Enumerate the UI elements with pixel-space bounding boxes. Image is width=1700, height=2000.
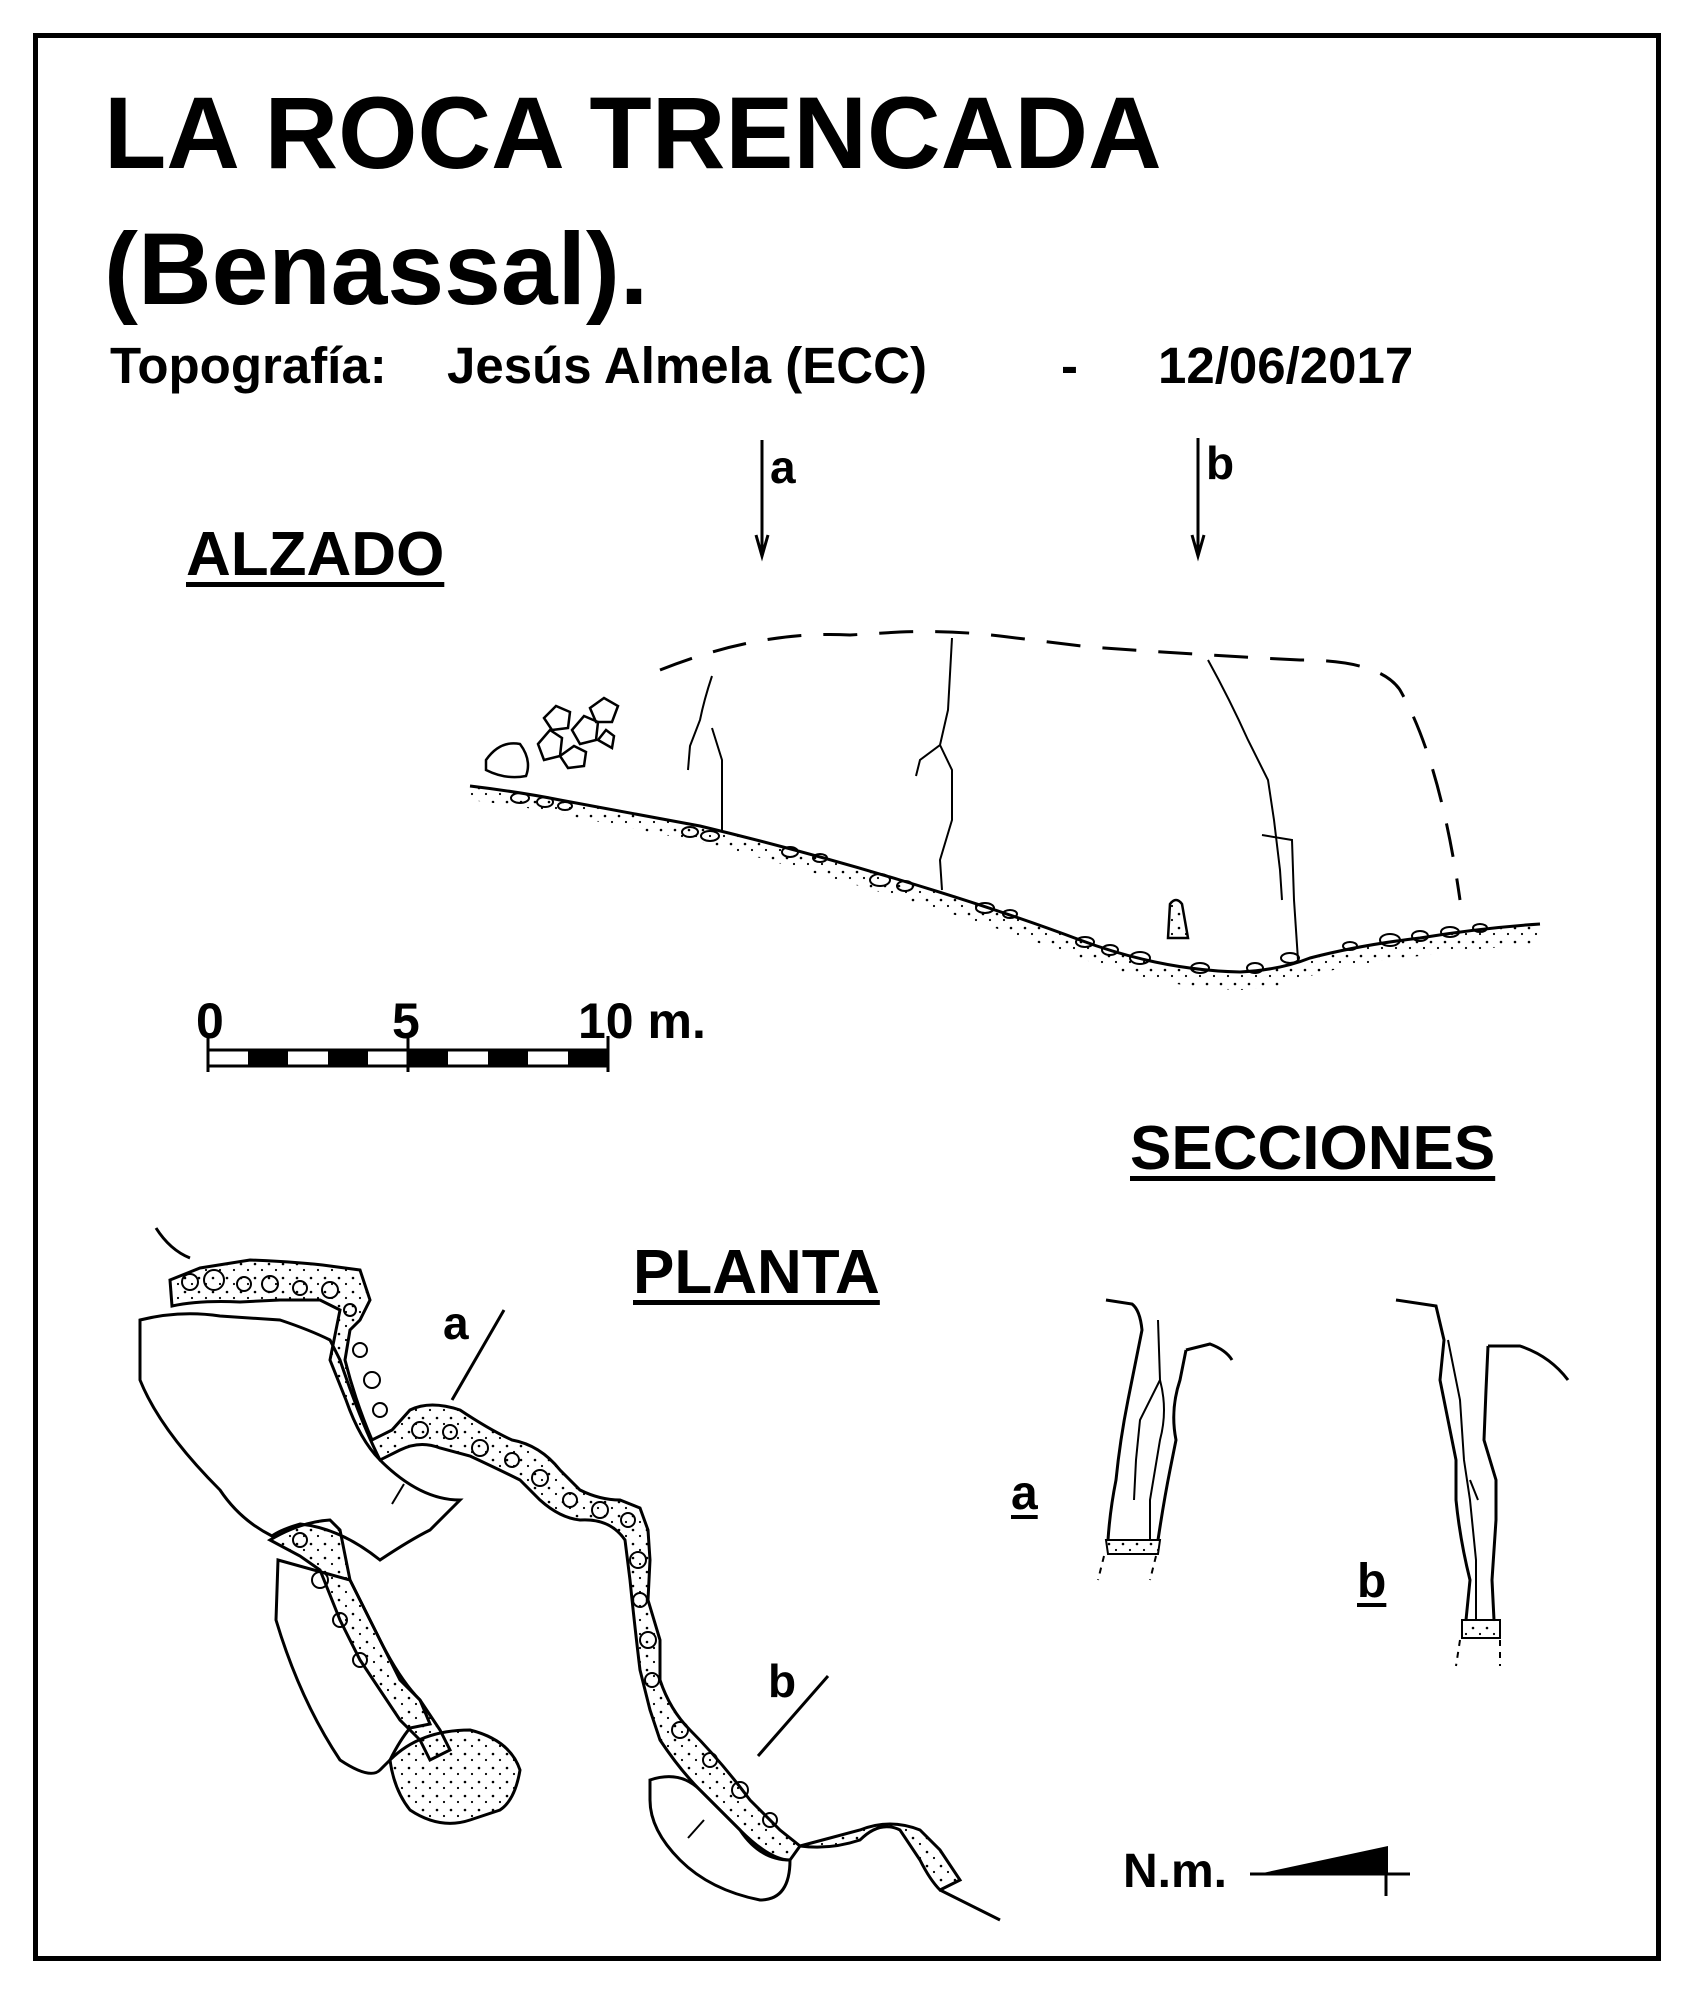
- fissure-1b: [711, 727, 723, 830]
- credit-separator: -: [1061, 337, 1078, 394]
- plan-rocks: [181, 1269, 778, 1828]
- section-a-label: a: [1011, 1467, 1038, 1520]
- fissure-2b: [938, 744, 953, 891]
- section-b-label: b: [1357, 1555, 1387, 1608]
- elevation-marker-b-label: b: [1206, 437, 1235, 489]
- credit-date: 12/06/2017: [1158, 337, 1414, 394]
- rock-outline-dashed: [659, 630, 1462, 901]
- standing-stone: [1166, 898, 1190, 940]
- plan-section-line-a: [450, 1309, 506, 1401]
- scale-tick-10: 10 m.: [578, 993, 706, 1049]
- map-title: LA ROCA TRENCADA: [104, 76, 1162, 190]
- credit-label: Topografía:: [110, 337, 387, 394]
- plan-tail-line: [939, 1888, 1001, 1922]
- plan-lower-block: [274, 1558, 433, 1775]
- elevation-arrow-b: [1190, 438, 1206, 562]
- section-a-drawing: [1097, 1298, 1234, 1581]
- scale-tick-0: 0: [196, 993, 224, 1049]
- plan-tick-2: [687, 1819, 705, 1839]
- scale-tick-5: 5: [392, 993, 420, 1049]
- map-frame: [33, 33, 1661, 1961]
- plan-right-lower-block: [648, 1775, 792, 1902]
- heading-planta: PLANTA: [633, 1238, 880, 1307]
- ground-dots: [470, 786, 1540, 990]
- section-b-floor: [1461, 1619, 1501, 1639]
- plan-tail: [799, 1822, 963, 1892]
- plan-tick-1: [391, 1483, 405, 1505]
- plan-section-line-b: [756, 1675, 830, 1757]
- plan-entry: [154, 1227, 191, 1260]
- boulders-elevation: [484, 696, 620, 779]
- plan-branch-gallery: [266, 1518, 453, 1763]
- plan-chamber: [388, 1728, 522, 1825]
- elevation-drawing: [469, 438, 1541, 990]
- fissure-2: [915, 637, 953, 777]
- elevation-marker-a-label: a: [770, 441, 796, 493]
- plan-drawing: [138, 1227, 1001, 1922]
- heading-secciones: SECCIONES: [1130, 1114, 1496, 1183]
- map-subtitle: (Benassal).: [104, 212, 649, 326]
- plan-left-block: [138, 1312, 464, 1562]
- heading-alzado: ALZADO: [186, 520, 445, 589]
- fissure-1: [687, 675, 713, 771]
- elevation-arrow-a: [754, 440, 770, 562]
- section-b-drawing: [1395, 1298, 1570, 1667]
- section-a-floor: [1104, 1539, 1162, 1555]
- fissure-3: [1207, 659, 1283, 901]
- ground-stones: [510, 792, 1488, 974]
- survey-credit: Topografía: Jesús Almela (ECC) - 12/06/2…: [110, 340, 1510, 400]
- north-arrow: [1250, 1846, 1410, 1896]
- scale-bar: [206, 1036, 610, 1072]
- fissure-3b: [1261, 834, 1299, 961]
- plan-marker-a-label: a: [443, 1297, 469, 1349]
- north-label: N.m.: [1123, 1845, 1228, 1898]
- credit-author: Jesús Almela (ECC): [447, 337, 927, 394]
- plan-marker-b-label: b: [768, 1655, 797, 1707]
